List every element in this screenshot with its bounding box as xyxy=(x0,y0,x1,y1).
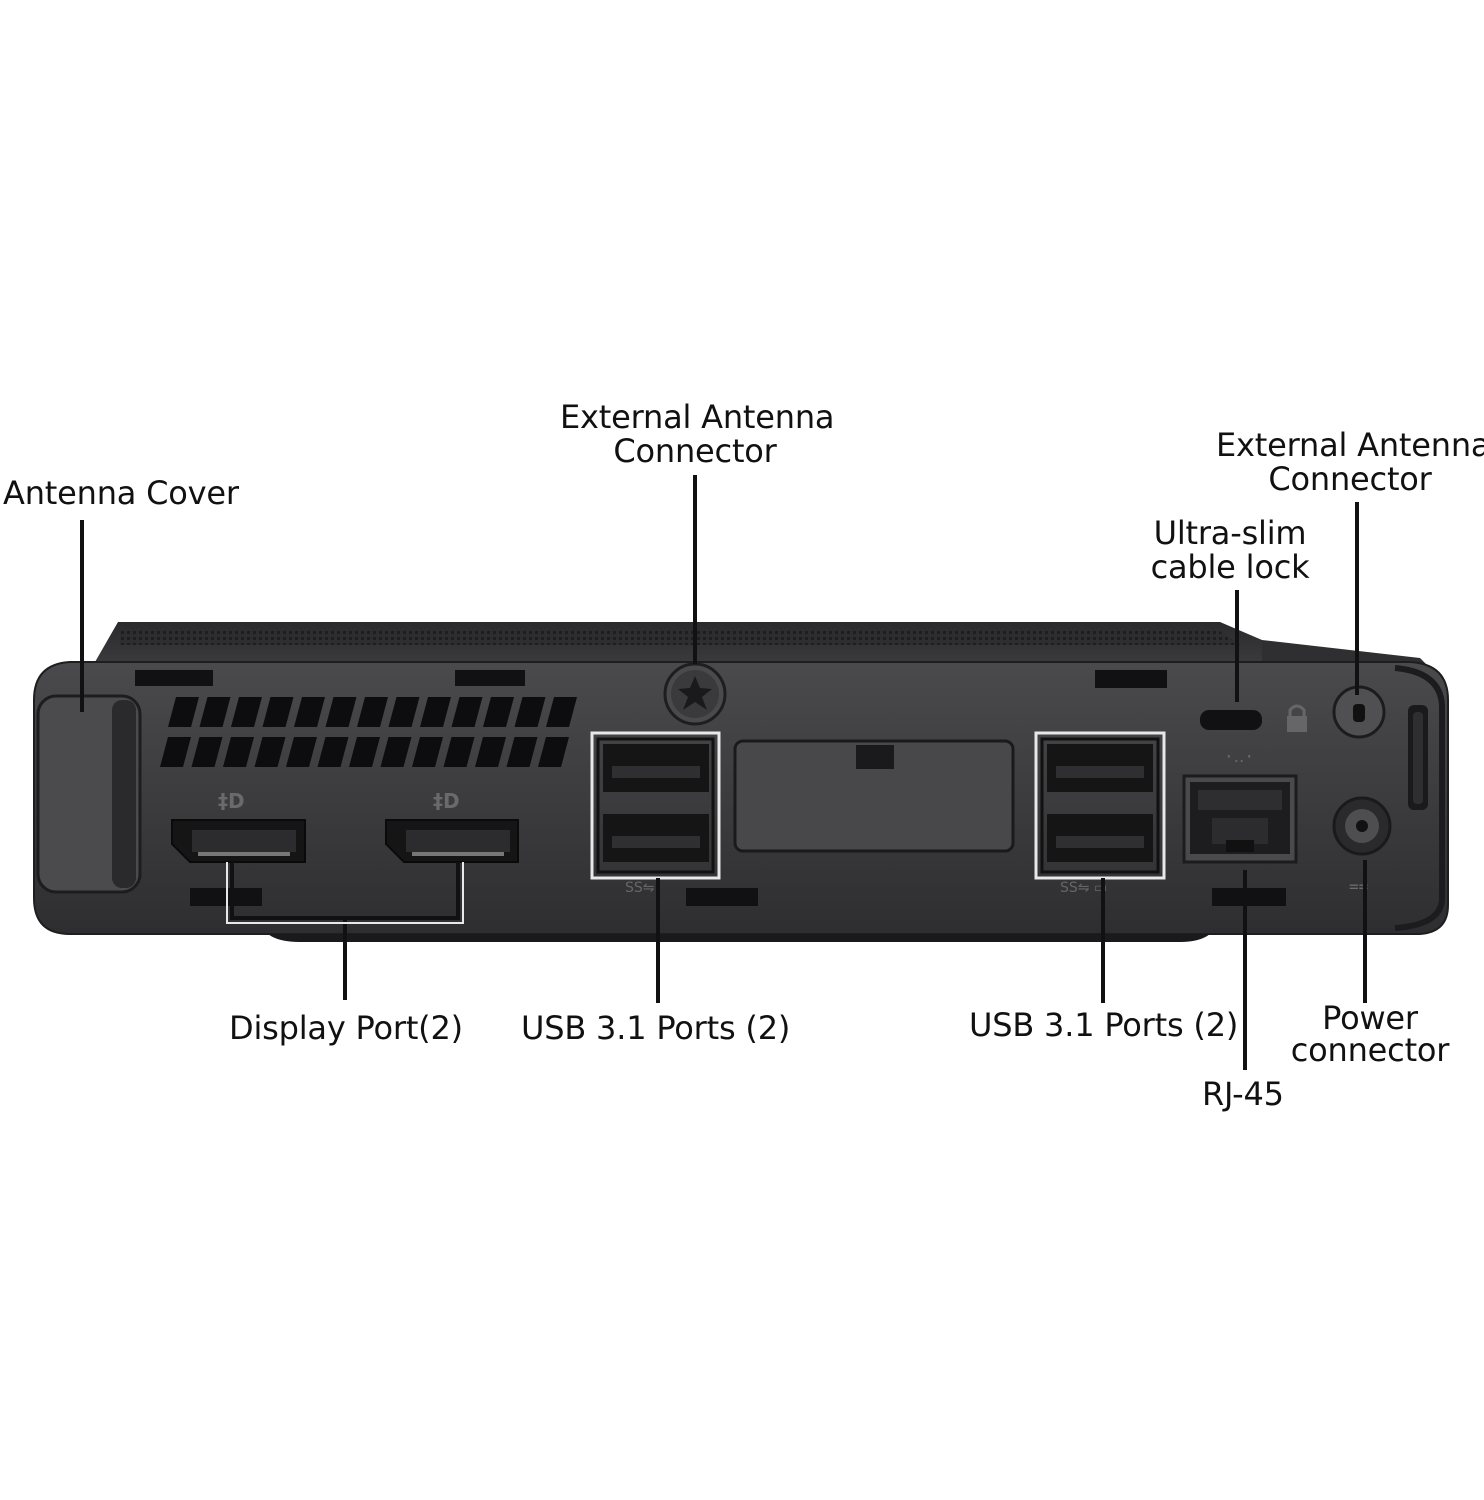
cooling-vents xyxy=(160,697,577,767)
label-line: connector xyxy=(1290,1031,1450,1069)
vent-slot xyxy=(317,737,349,767)
display-port-label: Display Port(2) xyxy=(229,1009,463,1047)
vent-slot xyxy=(168,697,199,727)
ultra-slim-cable-lock-label: Ultra-slim cable lock xyxy=(1140,516,1320,584)
displayport-connectors: ‡D ‡D xyxy=(171,789,1286,906)
vent-slot xyxy=(506,737,538,767)
usb-ports-right-label: USB 3.1 Ports (2) xyxy=(969,1006,1239,1044)
vent-slot xyxy=(546,697,577,727)
vent-slot xyxy=(262,697,294,727)
vent-slot xyxy=(412,737,443,767)
cable-lock-slot xyxy=(1200,704,1307,732)
svg-text:SS⇋ ▭: SS⇋ ▭ xyxy=(1060,880,1107,896)
label-line: External Antenna xyxy=(1216,426,1484,464)
vent-slot xyxy=(223,737,254,767)
usb-ports-left-label: USB 3.1 Ports (2) xyxy=(521,1009,791,1047)
vent-slot xyxy=(380,737,412,767)
vent-slot xyxy=(357,697,388,727)
vent-slot xyxy=(254,737,286,767)
vent-slot xyxy=(420,697,451,727)
vent-slot xyxy=(294,697,325,727)
vent-slot xyxy=(325,697,357,727)
vent-slot xyxy=(286,737,317,767)
antenna-cover xyxy=(36,694,142,894)
vent-slot xyxy=(514,697,546,727)
antenna-cover-label: Antenna Cover xyxy=(3,474,239,512)
vent-slot xyxy=(538,737,569,767)
svg-text:·‥·: ·‥· xyxy=(1224,747,1254,766)
antenna-connector-screw xyxy=(663,662,727,726)
vent-slot xyxy=(451,697,483,727)
svg-text:SS⇋: SS⇋ xyxy=(625,880,655,896)
vent-slot xyxy=(191,737,223,767)
leader-lines-highlight xyxy=(226,862,464,924)
usb-ports-right: SS⇋ ▭ xyxy=(1034,731,1166,896)
leader-lines xyxy=(80,475,1367,1070)
external-antenna-connector-left-label: External Antenna Connector xyxy=(560,398,835,470)
label-line: Ultra-slim xyxy=(1153,514,1307,552)
vent-slot xyxy=(349,737,380,767)
expansion-cover-plate xyxy=(733,739,1015,853)
vent-slot xyxy=(388,697,420,727)
label-line: Power xyxy=(1322,999,1418,1037)
label-line: cable lock xyxy=(1150,548,1310,586)
vent-slot xyxy=(443,737,475,767)
rj45-label: RJ-45 xyxy=(1202,1075,1284,1113)
top-slots xyxy=(135,670,1167,688)
external-antenna-connector-right-label: External Antenna Connector xyxy=(1216,428,1484,496)
vent-slot xyxy=(475,737,506,767)
vent-slot xyxy=(483,697,514,727)
vent-slot xyxy=(199,697,231,727)
svg-text:‡D: ‡D xyxy=(433,789,460,813)
antenna-connector-right xyxy=(1332,685,1386,739)
label-line: External Antenna xyxy=(560,398,835,436)
vent-slot xyxy=(231,697,262,727)
label-line: Connector xyxy=(613,432,777,470)
svg-text:‡D: ‡D xyxy=(218,789,245,813)
vent-slot xyxy=(160,737,191,767)
label-line: Connector xyxy=(1268,460,1432,498)
rj45-port: ·‥· xyxy=(1182,747,1298,864)
power-connector-label: Power connector xyxy=(1280,1002,1460,1066)
usb-ports-left: SS⇋ xyxy=(590,731,721,896)
